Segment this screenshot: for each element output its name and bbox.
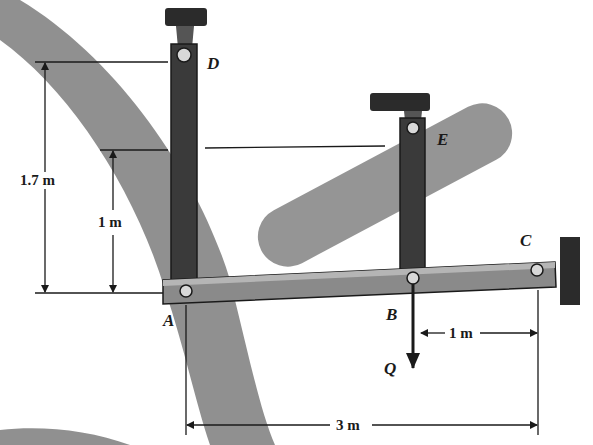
point-label: B xyxy=(386,306,397,323)
point-label: D xyxy=(207,55,219,72)
dimension-label: 1.7 m xyxy=(18,172,57,189)
point-label: C xyxy=(520,232,531,249)
dimension-label: 3 m xyxy=(334,417,362,434)
dimension-label: 1 m xyxy=(96,214,124,231)
load-label: Q xyxy=(384,360,396,377)
point-label: E xyxy=(437,131,448,148)
dimension-label: 1 m xyxy=(447,325,475,342)
point-label: A xyxy=(163,312,174,329)
